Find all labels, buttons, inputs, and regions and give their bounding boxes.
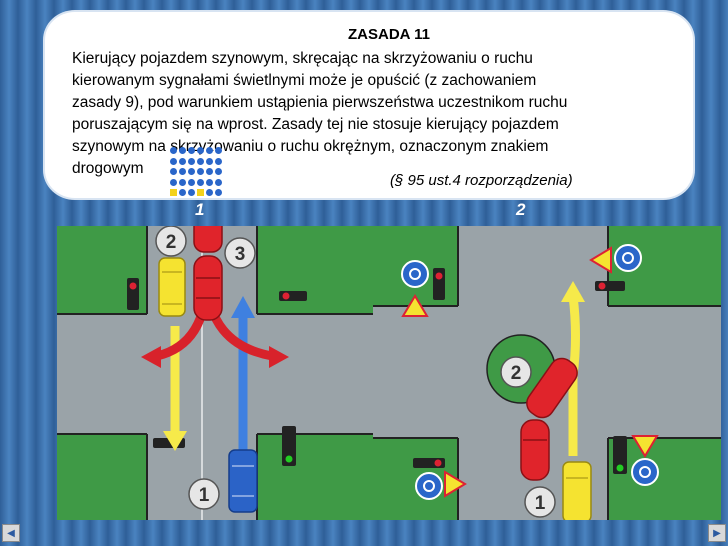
intersection-diagram-1: 2 3 1 xyxy=(57,226,405,520)
panel-1-label: 1 xyxy=(195,200,205,219)
traffic-light-icon xyxy=(595,281,625,291)
rule-line: szynowym na skrzyżowaniu o ruchu okrężny… xyxy=(72,138,549,155)
roundabout-sign-icon xyxy=(631,435,659,486)
traffic-light-icon xyxy=(433,268,445,300)
marker-2: 2 xyxy=(155,226,187,257)
grass-corner xyxy=(57,434,147,520)
next-slide-button[interactable]: ▶ xyxy=(708,524,726,542)
rule-line: poruszającym się na wprost. Zasady tej n… xyxy=(72,116,559,133)
next-slide-icon: ▶ xyxy=(713,527,721,539)
intersection-1-svg: 2 3 1 xyxy=(57,226,405,520)
traffic-light-icon xyxy=(413,458,445,468)
svg-text:2: 2 xyxy=(511,363,522,384)
grass-corner xyxy=(373,438,458,520)
rule-line: zasady 9), pod warunkiem ustąpienia pier… xyxy=(72,94,568,111)
roundabout-sign-icon xyxy=(401,260,429,317)
roundabout-sign-icon xyxy=(589,244,642,274)
traffic-light-icon xyxy=(279,291,307,301)
rule-line: Kierujący pojazdem szynowym, skręcając n… xyxy=(72,50,533,67)
rule-line: kierowanym sygnałami świetlnymi może je … xyxy=(72,72,537,89)
rule-citation: (§ 95 ust.4 rozporządzenia) xyxy=(390,172,573,189)
marker-1: 1 xyxy=(524,486,556,518)
svg-text:3: 3 xyxy=(235,244,246,265)
intersection-2-svg: 2 1 xyxy=(373,226,721,520)
marker-1: 1 xyxy=(188,478,220,510)
yellow-car xyxy=(158,257,186,317)
traffic-light-icon xyxy=(127,278,139,310)
roundabout-signs-icon xyxy=(170,147,222,199)
tram-vehicle xyxy=(193,226,223,321)
roundabout-sign-icon xyxy=(415,470,467,500)
svg-text:1: 1 xyxy=(199,485,210,506)
rule-title: ZASADA 11 xyxy=(348,26,430,43)
intersection-diagram-2: 2 1 xyxy=(373,226,721,520)
prev-slide-button[interactable]: ◀ xyxy=(2,524,20,542)
traffic-light-icon xyxy=(282,426,296,466)
yellow-car xyxy=(562,461,592,520)
marker-2: 2 xyxy=(500,356,532,388)
rule-body: Kierujący pojazdem szynowym, skręcając n… xyxy=(72,48,662,180)
marker-3: 3 xyxy=(224,237,256,269)
traffic-light-icon xyxy=(613,436,627,474)
rule-line: drogowym xyxy=(72,160,144,177)
blue-car xyxy=(228,449,258,513)
svg-text:2: 2 xyxy=(166,232,177,253)
rule-text-box: ZASADA 11 Kierujący pojazdem szynowym, s… xyxy=(45,12,693,198)
tram-vehicle xyxy=(520,357,578,481)
svg-text:1: 1 xyxy=(535,493,546,514)
prev-slide-icon: ◀ xyxy=(7,527,15,539)
panel-2-label: 2 xyxy=(516,200,526,219)
